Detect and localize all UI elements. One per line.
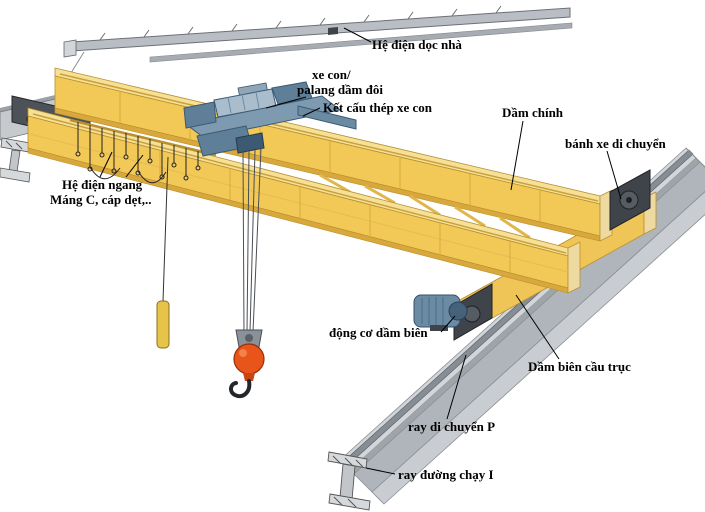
leader-dong-co: [440, 315, 456, 333]
main-girder-front: [27, 107, 581, 294]
leader-lines: [99, 27, 622, 475]
leader-ray-p: [446, 354, 467, 420]
hook-icon: [229, 379, 252, 399]
power-rail-bracket: [328, 27, 338, 35]
label-he-dien-ngang: Hệ điện ngang: [62, 177, 143, 192]
leader-ray-i: [365, 467, 396, 475]
label-mang-c-cap-det: Máng C, cáp dẹt,..: [50, 192, 151, 207]
hook-block: [229, 147, 265, 399]
limit-weight: [156, 156, 170, 349]
power-rail-hatching: [99, 5, 502, 41]
leader-ket-cau: [302, 107, 321, 117]
left-rail-cross-section: [0, 137, 31, 183]
label-dong-co-dam-bien: động cơ dầm biên: [329, 325, 428, 340]
motor-end-cap: [448, 301, 468, 321]
end-carriage-motor: [413, 294, 468, 331]
hoist-drum: [213, 88, 277, 118]
label-dam-chinh: Dầm chính: [502, 105, 564, 120]
label-ket-cau-thep-xe-con: Kết cấu thép xe con: [323, 100, 433, 115]
hoist-motor: [183, 101, 217, 129]
label-ray-di-chuyen-p: ray di chuyển P: [408, 419, 495, 434]
festoon-cables: [69, 118, 217, 184]
hook-ball: [233, 343, 265, 375]
leader-dam-bien: [515, 294, 560, 360]
leader-he-dien-ngang-2: [125, 154, 144, 178]
end-carriage-wheel-block-lower: [453, 283, 493, 341]
label-ray-duong-chay-i: ray đường chạy I: [398, 467, 494, 482]
leader-he-dien-doc-nha: [343, 27, 372, 43]
overhead-power-rail: [57, 5, 573, 95]
label-he-dien-doc-nha: Hệ điện dọc nhà: [372, 37, 462, 52]
leader-he-dien-ngang-1: [99, 151, 113, 178]
girder-bracing: [319, 173, 531, 240]
leader-xe-con: [265, 96, 307, 109]
leader-banh-xe: [606, 150, 622, 200]
runway-beam-cross-section: [327, 451, 371, 511]
label-banh-xe-di-chuyen: bánh xe di chuyển: [565, 136, 667, 151]
label-palang-dam-doi: palang dầm đôi: [297, 82, 383, 97]
leader-dam-chinh: [510, 120, 524, 191]
labels: Hệ điện dọc nhà xe con/ palang dầm đôi K…: [50, 37, 667, 482]
travel-wheel-block: [609, 169, 651, 231]
label-xe-con: xe con/: [312, 67, 351, 82]
label-dam-bien-cau-truc: Dầm biên cầu trục: [528, 359, 631, 374]
